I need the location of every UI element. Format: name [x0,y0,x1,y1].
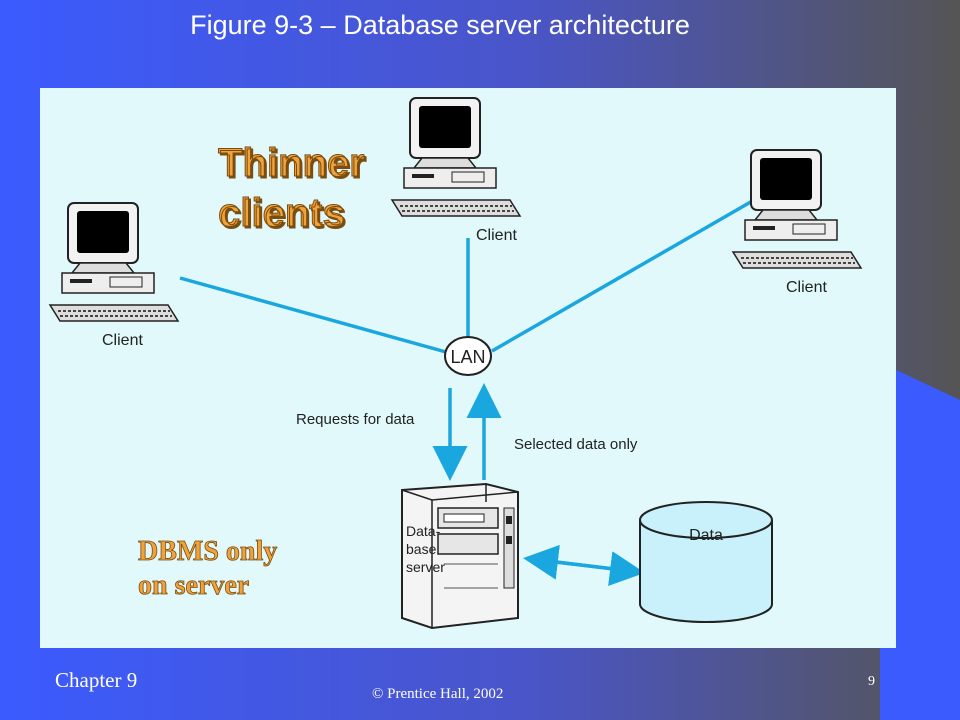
lan-hub [444,336,492,376]
page-number: 9 [868,674,875,689]
client-label-center: Client [476,227,517,244]
link-client-right [491,186,776,353]
database-server-diagram: Client Client Client LAN Requests for da… [49,97,862,630]
thinner-clients-callout-line1: Thinner [218,141,365,185]
thinner-clients-callout-line2: clients [218,191,345,235]
client-computer-left [49,202,179,322]
slide-title: Figure 9-3 – Database server architectur… [190,10,690,40]
selected-data-label: Selected data only [514,436,638,453]
database-server [401,482,519,630]
client-label-right: Client [786,279,827,296]
client-computer-right [732,149,862,269]
client-label-left: Client [102,332,143,349]
server-label-2: base [406,541,437,557]
diagram-panel: Client Client Client LAN Requests for da… [40,88,896,648]
server-label-3: server [406,559,445,575]
requests-label: Requests for data [296,411,415,428]
link-client-left [179,276,447,354]
client-computer-center [391,97,521,217]
server-label-1: Data- [406,523,441,539]
dbms-callout-line2: on server [138,570,249,601]
data-cylinder [639,501,773,623]
dbms-callout-line1: DBMS only [138,536,277,567]
lan-label: LAN [450,347,485,367]
chapter-label: Chapter 9 [55,668,138,692]
copyright-label: © Prentice Hall, 2002 [372,686,504,702]
data-label: Data [689,527,723,544]
